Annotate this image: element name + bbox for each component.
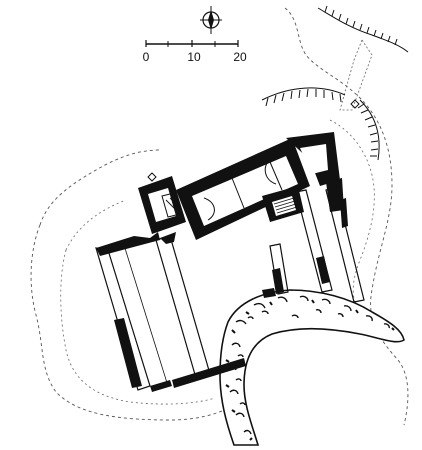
curtain-wall bbox=[262, 187, 365, 303]
scale-tick-20: 20 bbox=[233, 50, 247, 64]
small-tower bbox=[138, 176, 186, 234]
scale-tick-0: 0 bbox=[143, 50, 150, 64]
ditch-hachure bbox=[261, 87, 380, 161]
main-keep bbox=[176, 138, 310, 240]
east-gate-structure bbox=[262, 132, 344, 222]
ridge-hachure bbox=[317, 5, 409, 53]
scale-tick-10: 10 bbox=[187, 50, 201, 64]
entrance-marker-west bbox=[147, 172, 157, 182]
scale-bar: 0 10 20 bbox=[143, 40, 247, 64]
outer-contour-line bbox=[30, 7, 409, 426]
approach-path bbox=[339, 39, 373, 111]
lower-hall bbox=[95, 232, 246, 392]
rock-outcrop bbox=[219, 289, 405, 446]
inner-contour-line bbox=[60, 119, 375, 405]
entrance-marker-north bbox=[350, 99, 360, 109]
north-arrow-icon bbox=[200, 6, 222, 34]
